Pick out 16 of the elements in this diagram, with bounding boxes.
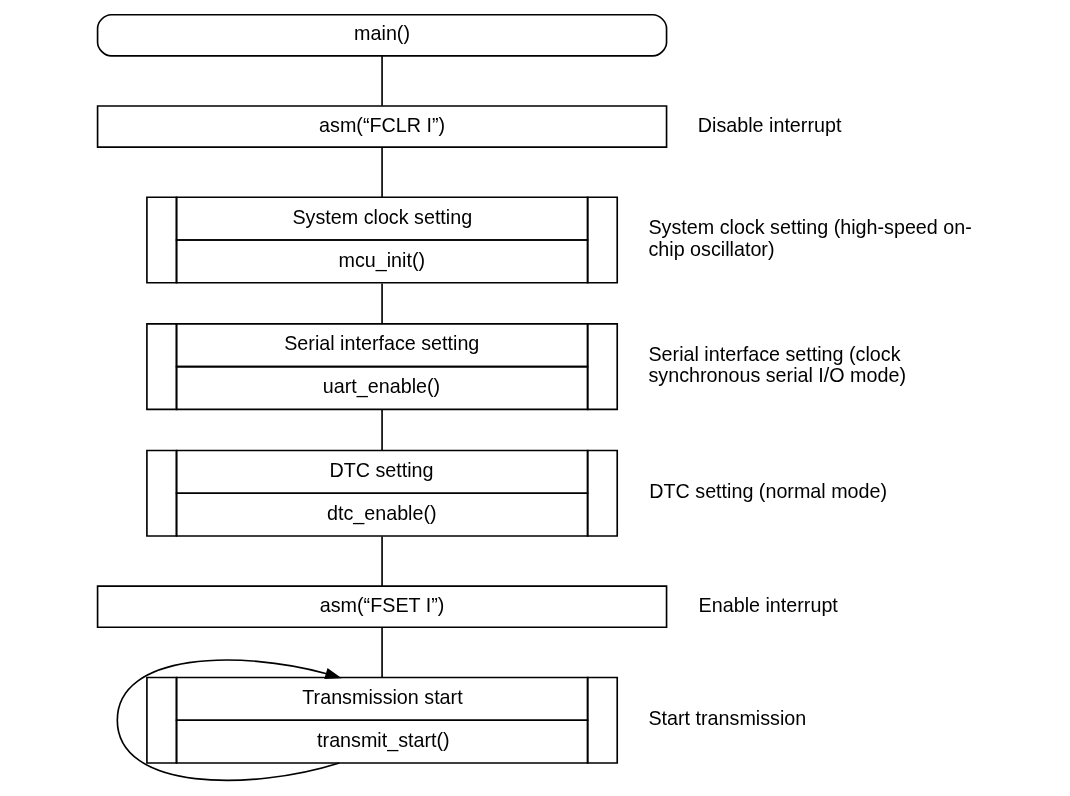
node-box: asm(“FSET I”) [96, 585, 668, 629]
connector [381, 626, 383, 679]
node-label: System clock setting (high-speed on-chip oscillator) [648, 216, 972, 260]
node-box: asm(“FCLR I”) [96, 105, 668, 148]
arrow [116, 659, 342, 782]
node-label: Disable interrupt [697, 113, 842, 136]
node-label: DTC setting (normal mode) [649, 480, 888, 503]
connector [381, 146, 383, 198]
node-label: Serial interface setting (clock synchronous serial I/O mode) [648, 343, 907, 387]
connector [381, 55, 383, 107]
connector [381, 409, 383, 452]
node-label: Enable interrupt [698, 593, 838, 616]
node-label: Start transmission [648, 707, 807, 730]
node-box: main() [96, 13, 668, 57]
connector [381, 282, 383, 325]
connector [381, 535, 383, 587]
